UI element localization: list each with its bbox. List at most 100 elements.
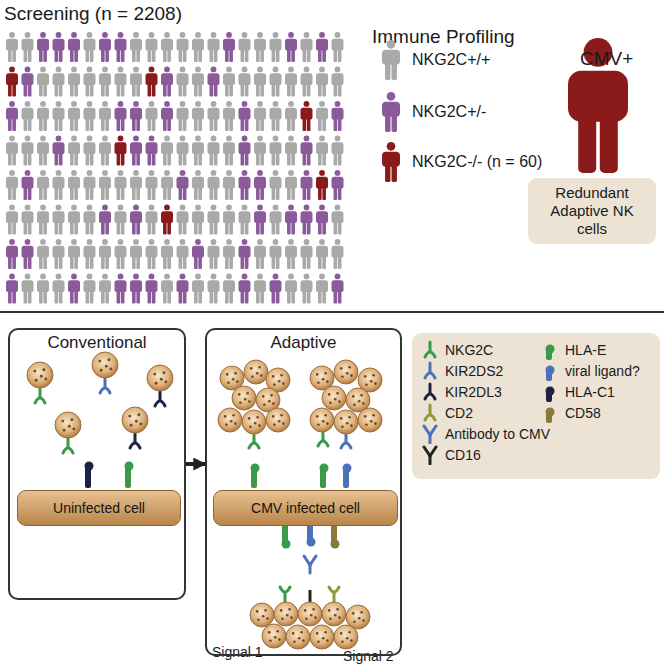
person-icon <box>239 136 251 166</box>
person-icon <box>68 170 80 200</box>
person-icon <box>53 136 65 166</box>
person-icon <box>37 136 49 166</box>
receptor-symbol <box>425 363 435 378</box>
receptor-symbol <box>425 405 435 420</box>
person-icon <box>22 32 34 62</box>
legend-text: NKG2C-/- (n = 60) <box>412 153 542 171</box>
person-icon <box>161 32 173 62</box>
legend-symbol <box>420 445 440 465</box>
nk-cell <box>358 408 382 432</box>
legend-item: CD2 <box>420 403 473 423</box>
person-icon <box>99 136 111 166</box>
person-icon <box>254 205 266 235</box>
legend-symbol <box>420 424 440 444</box>
flow-arrow <box>186 462 205 466</box>
person-icon <box>6 170 18 200</box>
person-icon <box>239 67 251 97</box>
person-icon <box>301 136 313 166</box>
legend-text: CD2 <box>445 405 473 421</box>
person-icon <box>6 67 18 97</box>
legend-text: CD16 <box>445 447 481 463</box>
person-icon <box>115 136 127 166</box>
person-icon <box>146 205 158 235</box>
person-icon <box>316 32 328 62</box>
person-icon <box>285 205 297 235</box>
section-heading: CMV+ <box>580 48 664 70</box>
nk-cell <box>286 625 310 649</box>
legend-swatch <box>380 38 402 82</box>
person-icon <box>84 67 96 97</box>
receptor-symbol <box>249 433 259 448</box>
nk-cell <box>334 410 358 434</box>
person-icon <box>192 274 204 304</box>
nk-cell <box>92 352 118 378</box>
person-icon <box>208 101 220 131</box>
nk-cell <box>322 386 346 410</box>
person-icon <box>254 67 266 97</box>
receptor-symbol <box>425 384 435 399</box>
person-icon <box>270 101 282 131</box>
person-icon <box>37 170 49 200</box>
legend-swatch <box>380 140 402 184</box>
signal-label: Signal 1 <box>212 644 664 660</box>
nk-cell <box>322 602 346 626</box>
person-icon <box>208 239 220 269</box>
legend-item: HLA-C1 <box>540 382 615 402</box>
person-icon <box>332 170 344 200</box>
person-icon <box>146 67 158 97</box>
person-icon <box>115 101 127 131</box>
person-icon <box>301 170 313 200</box>
person-icon <box>254 239 266 269</box>
target-cell: Uninfected cell <box>17 490 181 526</box>
box-text: Uninfected cell <box>53 500 145 516</box>
ligand-symbol <box>85 462 94 489</box>
legend-symbol <box>540 340 560 360</box>
person-icon <box>6 136 18 166</box>
ligand-symbol <box>282 524 291 549</box>
person-icon <box>192 101 204 131</box>
nk-cell <box>232 386 256 410</box>
box-text: Redundant Adaptive NK cells <box>534 184 650 238</box>
person-icon <box>146 32 158 62</box>
receptor-symbol <box>318 431 328 446</box>
nk-cell <box>250 603 274 627</box>
person-icon <box>68 136 80 166</box>
person-icon <box>192 32 204 62</box>
person-icon <box>382 92 400 132</box>
receptor-symbol <box>329 587 339 602</box>
person-icon <box>99 101 111 131</box>
legend-item: KIR2DL3 <box>420 382 502 402</box>
person-icon <box>68 101 80 131</box>
person-icon <box>316 239 328 269</box>
panel-box: AdaptiveCMV infected cell <box>205 328 402 656</box>
signal-label: Signal 2 <box>343 648 664 664</box>
person-icon <box>22 67 34 97</box>
person-icon <box>84 170 96 200</box>
person-icon <box>332 274 344 304</box>
person-icon <box>301 239 313 269</box>
person-icon <box>208 136 220 166</box>
person-icon <box>99 205 111 235</box>
person-icon <box>53 101 65 131</box>
person-icon <box>6 101 18 131</box>
person-icon <box>254 136 266 166</box>
person-icon <box>270 274 282 304</box>
person-icon <box>22 101 34 131</box>
ligand-symbol <box>331 524 340 549</box>
person-icon <box>68 239 80 269</box>
legend-text: HLA-C1 <box>565 384 615 400</box>
ligand-symbol <box>343 464 352 489</box>
box-text: CMV infected cell <box>251 500 360 516</box>
receptor-symbol <box>35 388 45 403</box>
nk-cell <box>310 625 334 649</box>
person-icon <box>146 239 158 269</box>
legend-item: Antibody to CMV <box>420 424 550 444</box>
person-icon <box>316 136 328 166</box>
person-icon <box>37 274 49 304</box>
person-icon <box>99 170 111 200</box>
person-icon <box>37 205 49 235</box>
person-icon <box>223 67 235 97</box>
antibody-symbol <box>424 447 436 464</box>
person-icon <box>84 274 96 304</box>
